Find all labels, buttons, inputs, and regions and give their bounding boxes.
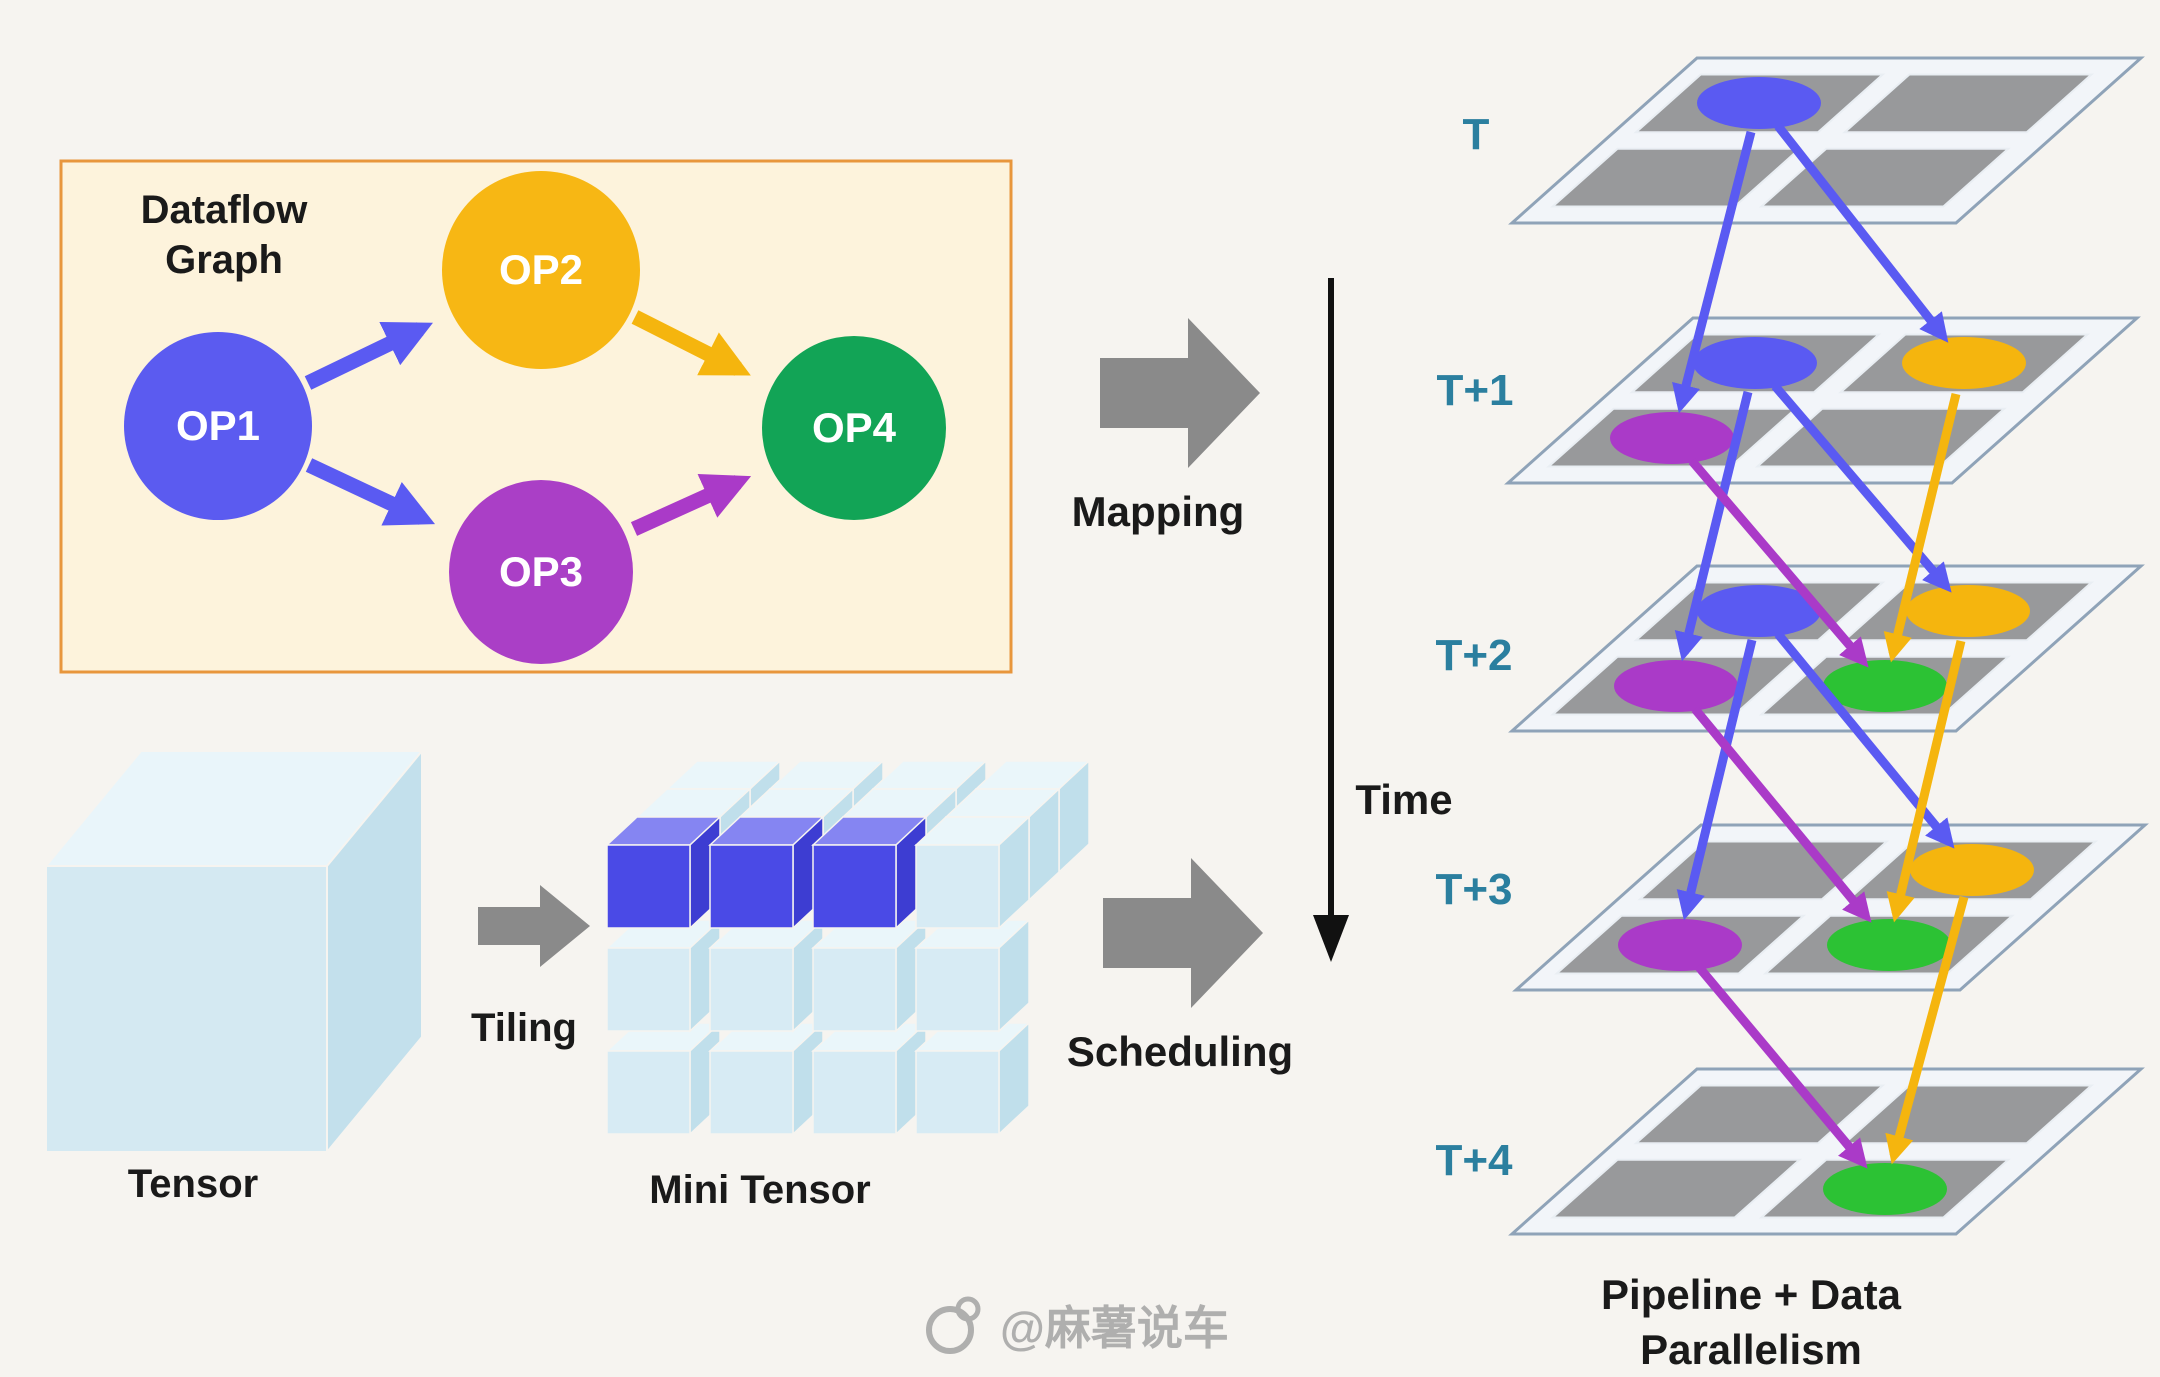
plate-t3 <box>1514 823 2147 992</box>
arrow-t2op1-t3op3 <box>1676 638 1757 921</box>
tiling-label: Tiling <box>471 1006 577 1050</box>
arrow-t1op1-t2op3 <box>1674 390 1753 662</box>
op2-label: OP2 <box>498 246 584 293</box>
t1-op2-ellipse <box>1902 337 2026 389</box>
mini-cube-face <box>915 844 1000 929</box>
tensor-cube <box>43 748 425 1155</box>
mini-tensor-label: Mini Tensor <box>649 1168 871 1212</box>
dataflow-graph-title: Dataflow Graph <box>141 185 308 285</box>
t2-op2-ellipse <box>1906 585 2030 637</box>
plate-t2 <box>1510 564 2143 733</box>
t1-op3-ellipse <box>1610 412 1734 464</box>
scheduling-arrow-icon <box>1103 858 1263 1008</box>
timestep-label-t2: T+2 <box>1435 631 1513 680</box>
watermark-text: @麻薯说车 <box>1000 1302 1229 1354</box>
arrow-t3op3-t4op4 <box>1694 963 1868 1169</box>
watermark: @麻薯说车 <box>920 1292 1229 1358</box>
op3-node <box>449 480 633 664</box>
mini-cube-face <box>709 844 794 929</box>
plate-op-instances <box>1610 77 2034 1215</box>
mapping-label: Mapping <box>1071 488 1245 535</box>
mini-cube-face <box>606 947 691 1032</box>
dataflow-edges <box>304 310 752 536</box>
t3-op3-ellipse <box>1618 919 1742 971</box>
t3-op2-ellipse <box>1910 844 2034 896</box>
mini-cube-face <box>709 947 794 1032</box>
time-label: Time <box>1355 776 1453 823</box>
timestep-label-t4: T+4 <box>1435 1136 1513 1185</box>
pipeline-parallelism-label-line2: Parallelism <box>1640 1325 1862 1373</box>
arrow-t1op3-t2op4 <box>1688 458 1869 668</box>
tensor-label: Tensor <box>127 1162 259 1206</box>
arrow-t0op1-t1op3 <box>1672 130 1756 414</box>
time-axis-arrow <box>1313 278 1349 962</box>
op3-label: OP3 <box>498 548 584 595</box>
mini-cube-face <box>812 844 897 929</box>
edge-op3-op4 <box>630 473 752 536</box>
pipeline-parallelism-label-line1: Pipeline + Data <box>1601 1271 1901 1318</box>
mapping-arrow-icon <box>1100 318 1260 468</box>
mini-cube-face <box>606 1050 691 1135</box>
edge-op1-op2 <box>304 321 433 390</box>
op4-label: OP4 <box>811 404 897 451</box>
mini-cube-face <box>915 947 1000 1032</box>
arrow-t1op2-t2op4 <box>1883 392 1961 663</box>
pipeline-parallelism-label: Pipeline + Data Parallelism <box>1601 1268 1901 1377</box>
arrow-t3op2-t4op4 <box>1885 895 1969 1165</box>
mini-cube-face <box>812 1050 897 1135</box>
arrow-t0op1-t1op2 <box>1774 123 1949 343</box>
camera-icon <box>926 1296 981 1354</box>
mini-cube-face <box>709 1050 794 1135</box>
arrow-t2op2-t3op4 <box>1886 639 1966 923</box>
dataflow-graph-title-line1: Dataflow <box>140 188 308 232</box>
plate-t1 <box>1506 316 2139 485</box>
t2-op4-ellipse <box>1823 660 1947 712</box>
op2-node <box>442 171 640 369</box>
t1-op1-ellipse <box>1693 337 1817 389</box>
t4-op4-ellipse <box>1823 1163 1947 1215</box>
mini-cube-face <box>606 844 691 929</box>
mini-cube-face <box>812 947 897 1032</box>
t3-op4-ellipse <box>1827 919 1951 971</box>
schedule-arrows <box>1672 123 1969 1169</box>
tiling-arrow-icon <box>478 885 590 967</box>
mini-cube-face <box>915 1050 1000 1135</box>
timestep-label-t1: T+1 <box>1436 366 1514 415</box>
timestep-label-t3: T+3 <box>1435 865 1513 914</box>
t0-op1-ellipse <box>1697 77 1821 129</box>
op1-label: OP1 <box>175 402 261 449</box>
edge-op1-op3 <box>305 458 436 526</box>
op4-node <box>762 336 946 520</box>
scheduling-label: Scheduling <box>1066 1028 1294 1075</box>
edge-op2-op4 <box>631 310 751 376</box>
mini-tensor <box>605 759 1091 1136</box>
plate-t0 <box>1510 56 2143 225</box>
arrow-t2op3-t3op4 <box>1691 706 1872 923</box>
timestep-label-t0: T <box>1462 110 1490 159</box>
dataflow-graph-title-line2: Graph <box>165 238 283 282</box>
t2-op3-ellipse <box>1614 660 1738 712</box>
t2-op1-ellipse <box>1697 585 1821 637</box>
op1-node <box>124 332 312 520</box>
plate-t4 <box>1510 1067 2143 1236</box>
